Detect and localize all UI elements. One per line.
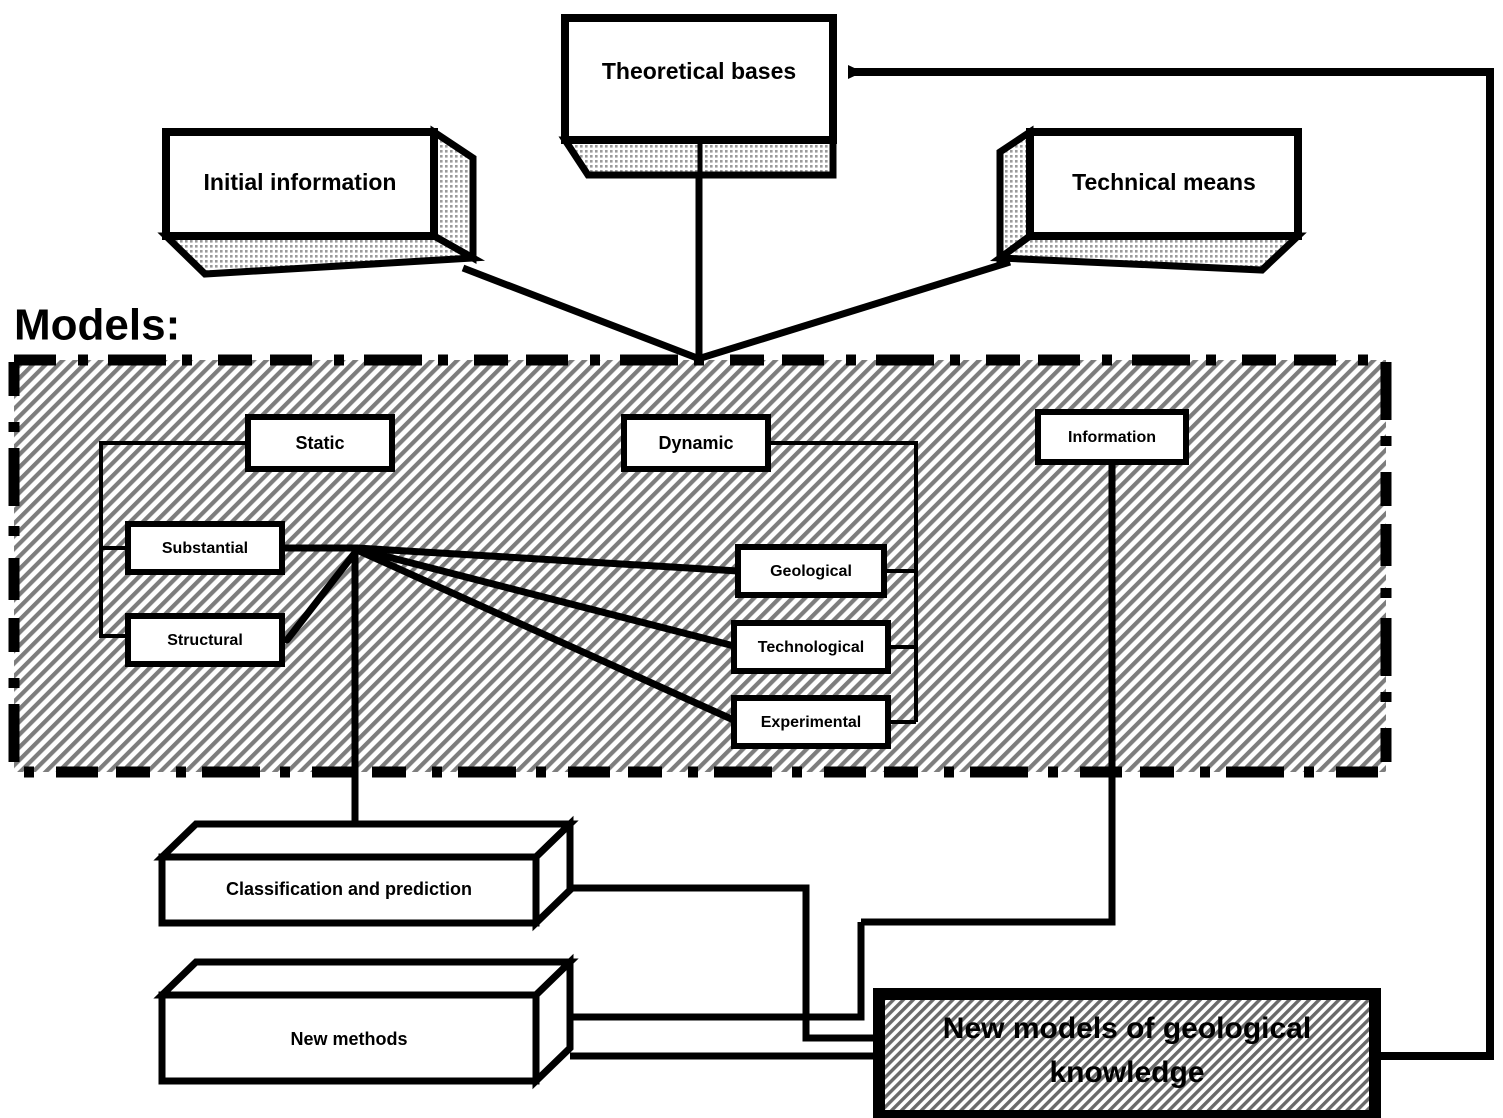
new-methods-label: New methods (290, 1029, 407, 1049)
node-new-methods[interactable]: New methods (153, 953, 579, 1090)
classification-front-face (158, 853, 540, 927)
node-initial-information[interactable]: Initial information (157, 125, 486, 278)
edge-hub-to-technological (353, 545, 742, 651)
top-convergence-lines (461, 175, 1012, 362)
theoretical-bases-face (561, 14, 837, 144)
edge-hub-to-experimental (353, 546, 742, 726)
edge-static-bracket (99, 441, 248, 548)
edge-result-to-theoretical-bases (848, 65, 1494, 1060)
edge-hub-to-geological (353, 544, 742, 575)
hub-fan-lines (278, 544, 742, 876)
result-label-line1: New models of geological (943, 1012, 1311, 1045)
geological-box (735, 544, 887, 598)
node-geological[interactable]: Geological (735, 544, 887, 598)
technical-means-face (1026, 128, 1302, 240)
experimental-box (731, 695, 891, 749)
node-information[interactable]: Information (1035, 409, 1189, 465)
information-box (1035, 409, 1189, 465)
initial-information-bottom (157, 232, 486, 278)
initial-information-label: Initial information (204, 169, 397, 195)
edge-dynamic-bracket (768, 441, 918, 722)
node-theoretical-bases[interactable]: Theoretical bases (558, 14, 837, 179)
technical-means-bottom (989, 232, 1307, 274)
substantial-label: Substantial (162, 540, 248, 557)
edge-initial-to-models (461, 264, 699, 362)
bottom-routing (570, 884, 879, 1060)
node-new-models-of-geological-knowledge[interactable]: New models of geological knowledge (873, 988, 1381, 1118)
node-static[interactable]: Static (245, 414, 395, 472)
static-box (245, 414, 395, 472)
new-methods-top-face (153, 958, 579, 999)
edge-classification-to-result (570, 884, 879, 1042)
initial-information-face (162, 128, 438, 240)
technological-label: Technological (758, 639, 864, 656)
node-experimental[interactable]: Experimental (731, 695, 891, 749)
models-inner-connectors (99, 441, 918, 724)
models-container-border (8, 354, 1392, 778)
node-classification-and-prediction[interactable]: Classification and prediction (153, 815, 579, 932)
substantial-box (125, 521, 285, 575)
edge-technical-to-models (699, 258, 1012, 362)
dynamic-label: Dynamic (658, 433, 733, 453)
edge-hub-to-structural (283, 546, 361, 644)
new-methods-front-face (158, 991, 540, 1085)
dynamic-box (621, 414, 771, 472)
technological-box (731, 620, 891, 674)
result-label-line2: knowledge (1049, 1056, 1204, 1089)
models-title: Models: (14, 301, 180, 350)
classification-label: Classification and prediction (226, 879, 472, 899)
node-structural[interactable]: Structural (125, 613, 285, 667)
edge-new-methods-to-junction (570, 922, 865, 1021)
edge-bracket-structural (99, 548, 128, 638)
information-route (861, 462, 1116, 926)
geological-label: Geological (770, 563, 852, 580)
edge-information-to-junction (861, 462, 1116, 926)
feedback-loop (848, 65, 1494, 1060)
theoretical-bases-label: Theoretical bases (602, 58, 796, 84)
experimental-label: Experimental (761, 714, 861, 731)
structural-label: Structural (167, 632, 243, 649)
classification-top-face (153, 820, 579, 861)
node-dynamic[interactable]: Dynamic (621, 414, 771, 472)
information-label: Information (1068, 429, 1156, 446)
technical-means-label: Technical means (1072, 169, 1256, 195)
static-label: Static (295, 433, 344, 453)
node-technical-means[interactable]: Technical means (989, 125, 1307, 274)
node-technological[interactable]: Technological (731, 620, 891, 674)
structural-box (125, 613, 285, 667)
result-box (873, 988, 1381, 1118)
node-substantial[interactable]: Substantial (125, 521, 285, 575)
